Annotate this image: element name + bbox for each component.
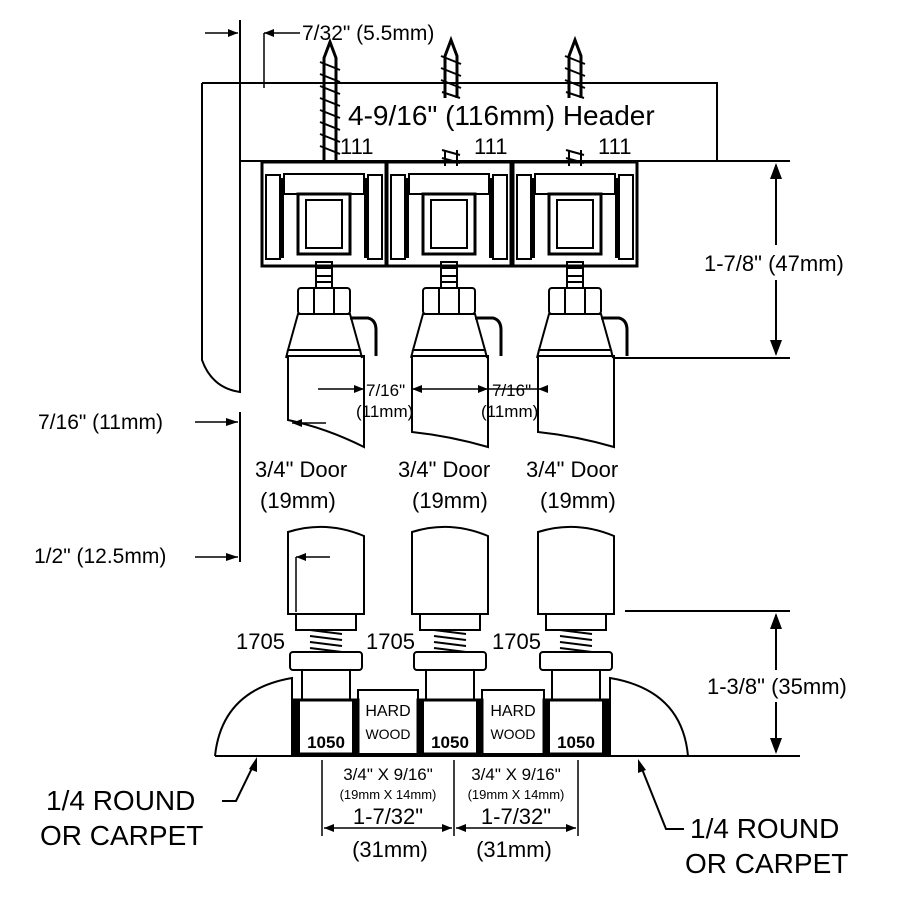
bottom-height-dimension: 1-3/8" (35mm) — [625, 610, 847, 754]
part-111-label-1: 111 — [340, 134, 373, 159]
header-assembly: 7/32" (5.5mm) 4-9/16" (116mm) Header — [201, 20, 718, 394]
bottom-guides: 1050 1050 1050 — [289, 613, 613, 756]
part-111-label-3: 111 — [598, 134, 631, 159]
part-1050-label-2: 1050 — [431, 733, 469, 752]
track-spacing-2-in: 1-7/32" — [481, 804, 551, 829]
round-right-line2: OR CARPET — [685, 848, 848, 879]
round-left-line2: OR CARPET — [40, 820, 203, 851]
top-track-2 — [385, 160, 513, 268]
top-height-dimension: 1-7/8" (47mm) — [615, 160, 844, 359]
screw-1 — [319, 37, 341, 160]
part-1705-label-2: 1705 — [366, 629, 415, 654]
quarter-round-callouts: 1/4 ROUND OR CARPET 1/4 ROUND OR CARPET — [40, 757, 848, 879]
part-1705-label-3: 1705 — [492, 629, 541, 654]
hardwood-fillers: HARD WOOD HARD WOOD — [357, 689, 545, 755]
top-height-label: 1-7/8" (47mm) — [704, 251, 844, 276]
header-label: 4-9/16" (116mm) Header — [348, 100, 655, 131]
top-track-3 — [511, 160, 639, 268]
bottom-guide-3: 1050 — [539, 613, 613, 756]
quarter-round-right — [609, 676, 689, 757]
upper-door-1 — [287, 355, 365, 449]
hardwood-2-line2: WOOD — [490, 726, 535, 742]
part-1705-label-1: 1705 — [236, 629, 285, 654]
screws — [319, 35, 586, 166]
upper-door-3 — [537, 355, 615, 449]
bottom-guide-1: 1050 — [289, 613, 363, 756]
hardwood-1-line2: WOOD — [365, 726, 410, 742]
hardwood-2-line1: HARD — [490, 703, 535, 720]
door-1-label: 3/4" Door — [255, 457, 347, 482]
track-dimensions: 3/4" X 9/16" (19mm X 14mm) 3/4" X 9/16" … — [321, 760, 579, 862]
door-gap-dimensions: 7/16" (11mm) 7/16" (11mm) — [292, 381, 548, 427]
part-1050-label-1: 1050 — [307, 733, 345, 752]
round-left-line1: 1/4 ROUND — [46, 785, 195, 816]
track-size-1-line1: 3/4" X 9/16" — [343, 765, 433, 784]
left-offset-top-label: 7/16" (11mm) — [38, 411, 163, 434]
door-3-size: (19mm) — [540, 488, 616, 513]
bottom-guide-2: 1050 — [413, 613, 487, 756]
lower-door-2 — [411, 525, 489, 615]
door-1-size: (19mm) — [260, 488, 336, 513]
door-labels: 3/4" Door (19mm) 3/4" Door (19mm) 3/4" D… — [255, 457, 618, 513]
track-spacing-1-mm: (31mm) — [352, 837, 428, 862]
part-1050-label-3: 1050 — [557, 733, 595, 752]
round-right-line1: 1/4 ROUND — [690, 813, 839, 844]
upper-doors — [287, 355, 615, 449]
lower-door-3 — [537, 525, 615, 615]
overhead-tracks — [260, 160, 639, 268]
door-gap-1-in: 7/16" — [366, 381, 405, 400]
top-gap-label: 7/32" (5.5mm) — [302, 22, 434, 45]
hanger-2 — [410, 261, 503, 359]
top-track-1 — [260, 160, 388, 268]
lower-doors — [287, 525, 615, 615]
screw-3 — [564, 35, 586, 166]
left-offset-dimensions: 7/16" (11mm) 1/2" (12.5mm) — [34, 411, 241, 568]
hanger-3 — [536, 261, 629, 359]
door-2-size: (19mm) — [412, 488, 488, 513]
screw-2 — [440, 35, 462, 166]
door-hangers — [285, 261, 629, 359]
door-3-label: 3/4" Door — [526, 457, 618, 482]
hardwood-1-line1: HARD — [365, 703, 410, 720]
track-spacing-1-in: 1-7/32" — [353, 804, 423, 829]
upper-door-2 — [411, 355, 489, 449]
track-size-2-line2: (19mm X 14mm) — [468, 787, 565, 802]
door-2-label: 3/4" Door — [398, 457, 490, 482]
track-size-2-line1: 3/4" X 9/16" — [471, 765, 561, 784]
left-offset-bottom-label: 1/2" (12.5mm) — [34, 545, 166, 568]
jamb — [201, 20, 241, 394]
floor-and-trim — [214, 676, 800, 757]
door-gap-2-mm: (11mm) — [481, 402, 538, 421]
lower-door-1 — [287, 525, 365, 615]
quarter-round-left — [214, 676, 293, 757]
door-gap-2-in: 7/16" — [492, 381, 531, 400]
track-spacing-2-mm: (31mm) — [476, 837, 552, 862]
door-gap-1-mm: (11mm) — [356, 402, 413, 421]
part-111-label-2: 111 — [474, 134, 507, 159]
track-size-1-line2: (19mm X 14mm) — [340, 787, 437, 802]
bottom-height-label: 1-3/8" (35mm) — [707, 674, 847, 699]
hanger-1 — [285, 261, 378, 359]
